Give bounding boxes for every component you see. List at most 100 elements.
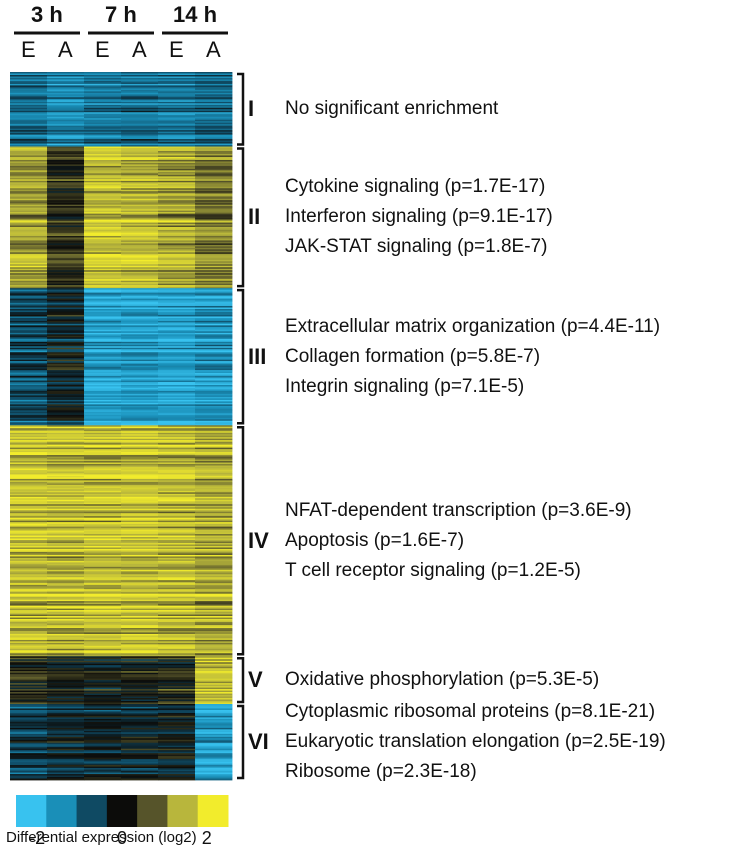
heatmap-cell (121, 377, 159, 380)
heatmap-cell (121, 334, 159, 337)
heatmap-cell (195, 543, 233, 545)
heatmap-cell (121, 225, 159, 228)
heatmap-cell (195, 681, 233, 684)
heatmap-cell (195, 176, 233, 179)
heatmap-cell (47, 346, 85, 349)
heatmap-cell (195, 432, 233, 435)
heatmap-cell (84, 311, 122, 314)
heatmap-cell (10, 736, 48, 739)
heatmap-cell (10, 474, 48, 477)
heatmap-cell (121, 222, 159, 225)
heatmap-cell (121, 112, 159, 115)
cluster-bracket (237, 147, 245, 288)
heatmap-cell (195, 692, 233, 694)
heatmap-cell (121, 563, 159, 566)
heatmap-cell (195, 528, 233, 530)
heatmap-cell (10, 461, 48, 463)
heatmap-cell (121, 714, 159, 717)
heatmap-cell (47, 337, 85, 340)
heatmap-cell (47, 496, 85, 499)
heatmap-cell (47, 596, 85, 599)
heatmap-cell (195, 182, 233, 185)
heatmap-cell (47, 139, 85, 141)
heatmap-cell (121, 765, 159, 767)
heatmap-cell (84, 344, 122, 347)
heatmap-cell (158, 611, 196, 614)
heatmap-cell (84, 419, 122, 422)
heatmap-cell (158, 152, 196, 155)
heatmap-cell (84, 165, 122, 168)
heatmap-cell (47, 636, 85, 639)
heatmap-cell (195, 195, 233, 198)
heatmap-cell (84, 450, 122, 453)
heatmap-cell (195, 145, 233, 147)
heatmap-cell (195, 550, 233, 553)
heatmap-cell (195, 566, 233, 569)
heatmap-cell (121, 665, 159, 668)
heatmap-cell (121, 608, 159, 611)
heatmap-cell (10, 709, 48, 712)
heatmap-cell (195, 186, 233, 189)
heatmap-cell (10, 125, 48, 128)
heatmap-cell (121, 709, 159, 712)
heatmap-cell (158, 341, 196, 344)
heatmap-cell (158, 289, 196, 292)
heatmap-cell (84, 551, 122, 554)
heatmap-cell (84, 72, 122, 74)
heatmap-cell (195, 484, 233, 487)
heatmap-cell (195, 687, 233, 690)
heatmap-cell (195, 131, 233, 134)
heatmap-cell (158, 174, 196, 177)
heatmap-cell (84, 146, 122, 149)
heatmap-cell (10, 136, 48, 138)
heatmap-cell (47, 234, 85, 237)
heatmap-cell (47, 417, 85, 420)
heatmap-cell (10, 279, 48, 282)
heatmap-cell (158, 464, 196, 466)
heatmap-cell (84, 125, 122, 128)
heatmap-cell (121, 133, 159, 135)
heatmap-cell (47, 580, 85, 583)
heatmap-cell (10, 520, 48, 523)
heatmap-cell (158, 79, 196, 82)
heatmap-cell (195, 177, 233, 180)
heatmap-cell (84, 212, 122, 214)
heatmap-cell (47, 404, 85, 407)
heatmap-cell (10, 74, 48, 77)
heatmap-cell (121, 186, 159, 189)
heatmap-cell (121, 604, 159, 607)
heatmap-cell (10, 255, 48, 258)
heatmap-cell (10, 110, 48, 113)
heatmap-cell (47, 349, 85, 352)
heatmap-cell (195, 139, 233, 141)
heatmap-cell (47, 528, 85, 530)
heatmap-cell (84, 759, 122, 762)
heatmap-cell (158, 450, 196, 453)
heatmap-cell (84, 431, 122, 434)
heatmap-cell (195, 469, 233, 472)
heatmap-cell (84, 775, 122, 778)
heatmap-cell (10, 291, 48, 293)
heatmap-cell (10, 128, 48, 131)
heatmap-cell (195, 383, 233, 386)
heatmap-cell (10, 423, 48, 426)
heatmap-cell (10, 571, 48, 574)
heatmap-cell (158, 323, 196, 326)
heatmap-cell (121, 215, 159, 217)
heatmap-cell (10, 593, 48, 596)
heatmap-cell (47, 368, 85, 371)
heatmap-cell (10, 262, 48, 265)
heatmap-cell (121, 437, 159, 440)
heatmap-cell (195, 647, 233, 650)
heatmap-cell (158, 200, 196, 203)
heatmap-cell (121, 396, 159, 399)
heatmap-cell (47, 326, 85, 329)
heatmap-cell (47, 774, 85, 776)
heatmap-cell (47, 453, 85, 456)
heatmap-cell (10, 769, 48, 772)
heatmap-cell (121, 486, 159, 489)
heatmap-cell (195, 702, 233, 705)
heatmap-cell (10, 443, 48, 446)
heatmap-cell (158, 306, 196, 308)
heatmap-cell (158, 703, 196, 706)
